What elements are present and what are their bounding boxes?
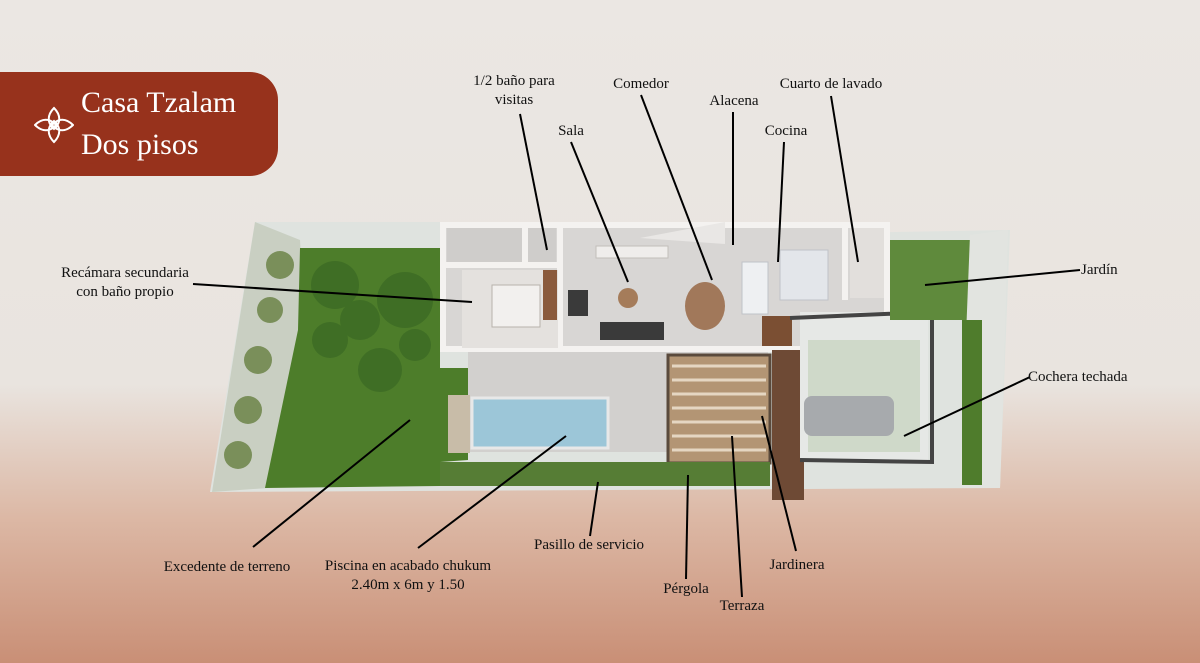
leader-excedente <box>252 419 411 548</box>
leader-cocina <box>777 141 785 263</box>
leader-comedor <box>640 94 713 281</box>
label-alacena: Alacena <box>709 93 759 109</box>
lotus-flower-icon <box>34 106 74 144</box>
pool <box>470 396 610 450</box>
label-medio-bano: 1/2 baño para visitas <box>473 72 555 110</box>
label-pergola: Pérgola <box>663 581 709 597</box>
leader-cuarto-lavado <box>830 95 859 263</box>
leader-pergola <box>685 474 689 580</box>
title-line-1: Casa Tzalam <box>81 86 237 119</box>
car <box>804 396 894 436</box>
label-medio-bano-line1: 1/2 baño para <box>473 73 555 89</box>
leader-jardinera <box>761 415 797 552</box>
label-recamara-line2: con baño propio <box>76 284 174 300</box>
bath-floor <box>447 228 522 262</box>
label-piscina-line2: 2.40m x 6m y 1.50 <box>351 577 465 593</box>
front-lawn-strip <box>962 320 982 485</box>
pool-deck <box>448 395 470 453</box>
sofa <box>600 322 664 340</box>
label-pasillo: Pasillo de servicio <box>534 537 644 553</box>
armchair <box>568 290 588 316</box>
walls <box>440 222 890 352</box>
dining-table <box>685 282 725 330</box>
title-line-2: Dos pisos <box>81 128 199 161</box>
label-sala: Sala <box>558 123 584 139</box>
leader-jardin <box>924 269 1081 286</box>
label-cuarto-lavado: Cuarto de lavado <box>779 76 883 92</box>
leader-piscina <box>417 435 567 549</box>
label-jardin: Jardín <box>1081 262 1118 278</box>
trees <box>311 261 433 392</box>
wood-panel <box>543 270 557 320</box>
label-recamara-line1: Recámara secundaria <box>61 265 189 281</box>
label-recamara: Recámara secundaria con baño propio <box>61 264 189 302</box>
label-jardinera: Jardinera <box>769 557 825 573</box>
label-terraza: Terraza <box>719 598 765 614</box>
label-medio-bano-line2: visitas <box>494 92 534 108</box>
wood-accent <box>762 316 792 346</box>
pergola-slats <box>672 364 766 452</box>
label-comedor: Comedor <box>613 76 669 92</box>
leader-medio-bano <box>519 113 548 251</box>
carport-roof-frame <box>789 309 934 465</box>
leader-pasillo <box>589 481 599 537</box>
label-piscina-line1: Piscina en acabado chukum <box>324 558 492 574</box>
leader-recamara <box>192 283 473 303</box>
coffee-table <box>618 288 638 308</box>
half-bath <box>528 228 556 262</box>
label-excedente: Excedente de terreno <box>163 559 291 575</box>
kitchen-counter <box>779 249 829 301</box>
leader-terraza <box>731 435 743 598</box>
label-piscina: Piscina en acabado chukum 2.40m x 6m y 1… <box>325 557 491 595</box>
palms <box>224 251 294 469</box>
bed <box>491 284 541 328</box>
leader-sala <box>570 141 629 283</box>
front-garden <box>890 240 970 320</box>
label-cocina: Cocina <box>764 123 808 139</box>
leader-cochera <box>903 376 1031 437</box>
kitchen-island <box>741 261 769 315</box>
laundry <box>850 228 884 298</box>
service-hedge <box>440 462 770 486</box>
label-cochera: Cochera techada <box>1028 369 1128 385</box>
stairs <box>640 222 725 244</box>
title-badge: Casa Tzalam Dos pisos <box>0 72 278 176</box>
